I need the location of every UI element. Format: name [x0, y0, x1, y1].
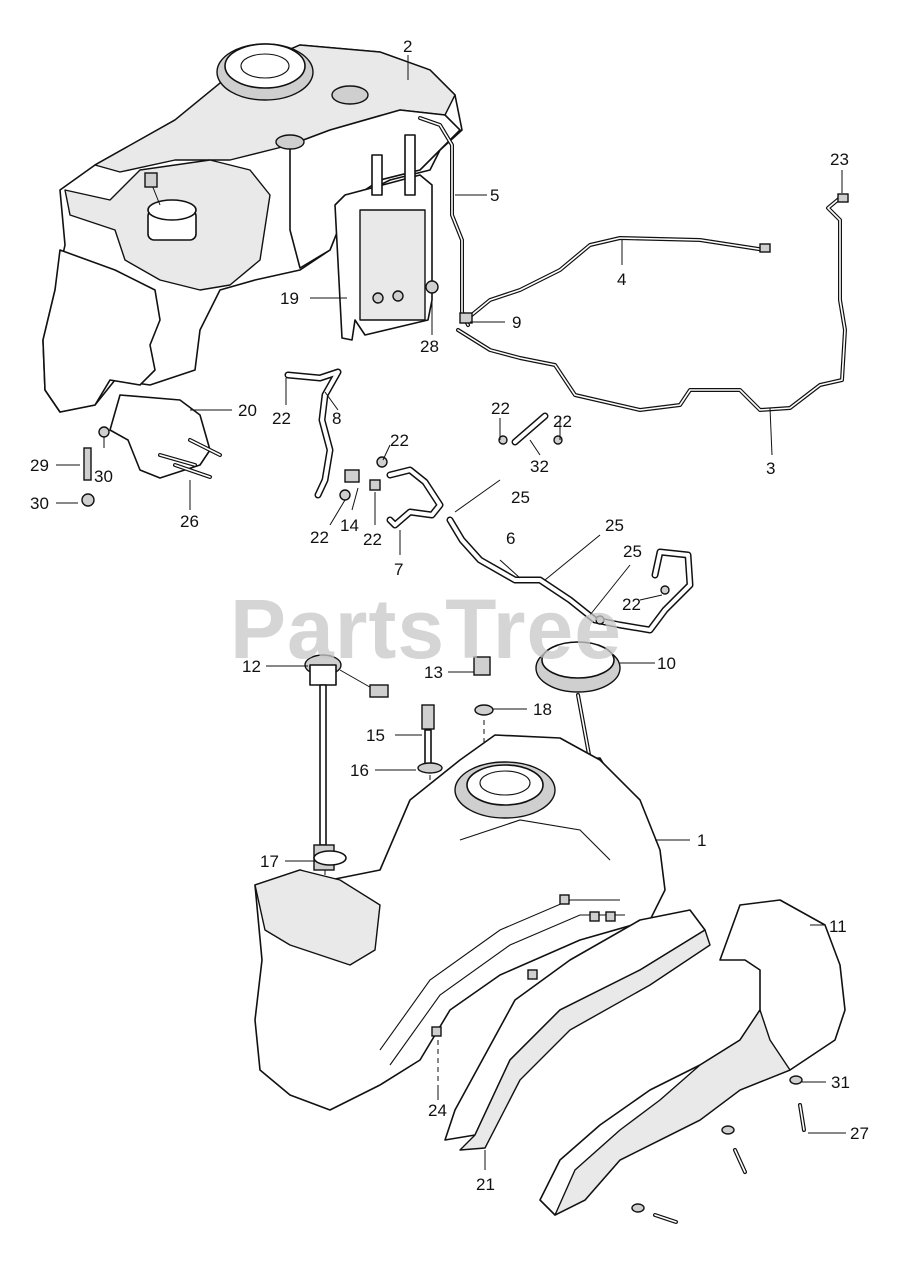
callout-22-c: 22	[310, 528, 329, 547]
callout-1: 1	[697, 831, 706, 850]
leader-lines	[56, 55, 846, 1170]
upper-fuel-tank	[42, 43, 463, 507]
callout-6: 6	[506, 529, 515, 548]
callout-28: 28	[420, 337, 439, 356]
mid-hoses	[284, 368, 694, 634]
callout-12: 12	[242, 657, 261, 676]
callout-32: 32	[530, 457, 549, 476]
upper-fuel-lines	[418, 116, 849, 412]
side-shields	[444, 899, 846, 1224]
callout-13: 13	[424, 663, 443, 682]
lower-tank-components	[304, 641, 621, 900]
callout-23: 23	[830, 150, 849, 169]
callout-14: 14	[340, 516, 359, 535]
callout-26: 26	[180, 512, 199, 531]
callout-22-d: 22	[363, 530, 382, 549]
callout-20: 20	[238, 401, 257, 420]
callout-labels: 2 5 4 9 23 19 28 20 29 30 30 26 22 8 22 …	[30, 37, 869, 1194]
callout-30-left: 30	[30, 494, 49, 513]
callout-22-f: 22	[553, 412, 572, 431]
callout-16: 16	[350, 761, 369, 780]
callout-22-a: 22	[272, 409, 291, 428]
callout-22-e: 22	[491, 399, 510, 418]
callout-2: 2	[403, 37, 412, 56]
callout-3: 3	[766, 459, 775, 478]
callout-15: 15	[366, 726, 385, 745]
callout-4: 4	[617, 270, 626, 289]
callout-25-b: 25	[605, 516, 624, 535]
callout-30-right: 30	[94, 467, 113, 486]
callout-21: 21	[476, 1175, 495, 1194]
callout-17: 17	[260, 852, 279, 871]
callout-22-g: 22	[622, 595, 641, 614]
watermark: PartsTree	[230, 582, 622, 676]
callout-5: 5	[490, 186, 499, 205]
callout-18: 18	[533, 700, 552, 719]
lower-fuel-tank	[254, 734, 666, 1111]
callout-9: 9	[512, 313, 521, 332]
callout-8: 8	[332, 409, 341, 428]
callout-7: 7	[394, 560, 403, 579]
callout-19: 19	[280, 289, 299, 308]
callout-29: 29	[30, 456, 49, 475]
callout-24: 24	[428, 1101, 447, 1120]
callout-27: 27	[850, 1124, 869, 1143]
callout-25-a: 25	[511, 488, 530, 507]
callout-10: 10	[657, 654, 676, 673]
callout-11: 11	[829, 917, 847, 936]
callout-31: 31	[831, 1073, 850, 1092]
callout-22-b: 22	[390, 431, 409, 450]
callout-25-c: 25	[623, 542, 642, 561]
